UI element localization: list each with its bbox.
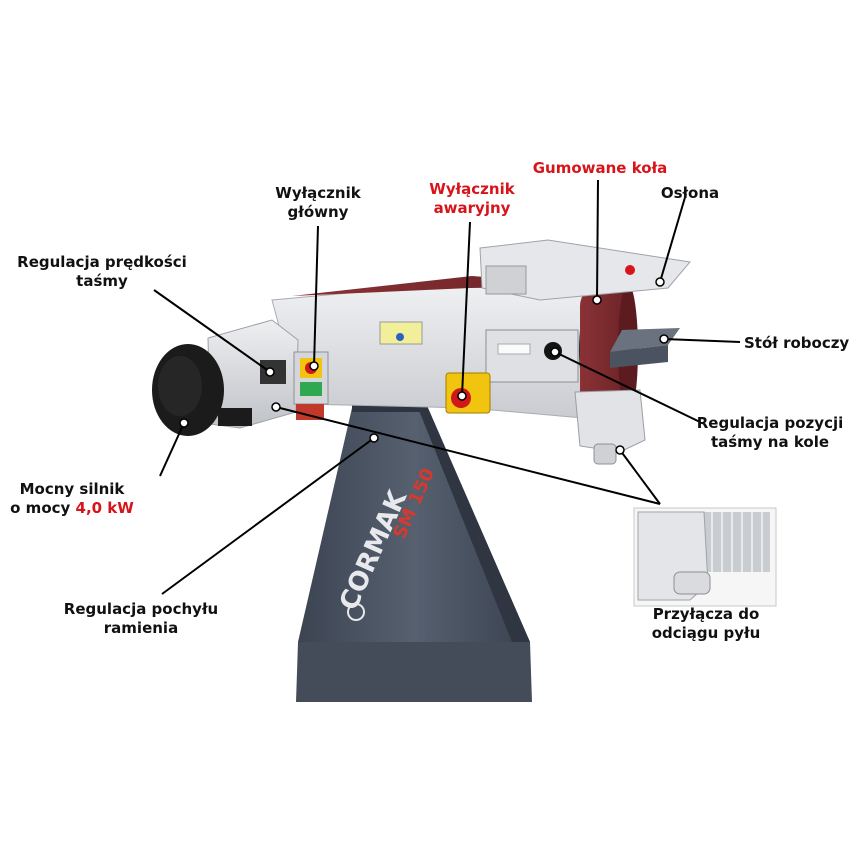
label-tilt: Regulacja pochyłu ramienia bbox=[52, 600, 230, 638]
label-motor-power: 4,0 kW bbox=[75, 499, 134, 517]
pedestal-base bbox=[296, 404, 532, 702]
label-belt-position: Regulacja pozycji taśmy na kole bbox=[690, 414, 850, 452]
label-rubber-wheels-text: Gumowane koła bbox=[532, 159, 668, 177]
label-main-switch-line1: Wyłącznik bbox=[275, 184, 361, 202]
label-guard: Osłona bbox=[650, 184, 730, 203]
label-speed: Regulacja prędkości taśmy bbox=[4, 253, 200, 291]
label-motor-line1: Mocny silnik bbox=[19, 480, 125, 498]
label-tilt-line2: ramienia bbox=[103, 619, 179, 637]
label-emergency-line1: Wyłącznik bbox=[429, 180, 515, 198]
label-guard-text: Osłona bbox=[660, 184, 720, 202]
leader-dots bbox=[179, 277, 669, 455]
leader-lines bbox=[153, 179, 741, 595]
work-table bbox=[610, 328, 680, 368]
red-cable-box bbox=[296, 404, 324, 420]
emergency-switch-housing bbox=[445, 372, 491, 414]
guard bbox=[479, 239, 691, 301]
label-rubber-wheels: Gumowane koła bbox=[522, 159, 678, 178]
motor bbox=[152, 319, 299, 436]
label-emergency: Wyłącznik awaryjny bbox=[412, 180, 532, 218]
label-dust-line1: Przyłącza do bbox=[652, 605, 760, 623]
label-belt-position-line2: taśmy na kole bbox=[710, 433, 830, 451]
label-motor-line2: o mocy 4,0 kW bbox=[4, 499, 140, 518]
label-dust-line2: odciągu pyłu bbox=[651, 624, 761, 642]
label-tilt-line1: Regulacja pochyłu bbox=[63, 600, 219, 618]
label-emergency-line2: awaryjny bbox=[433, 199, 511, 217]
label-work-table: Stół roboczy bbox=[744, 334, 854, 353]
label-belt-position-line1: Regulacja pozycji bbox=[696, 414, 844, 432]
label-motor: Mocny silnik o mocy 4,0 kW bbox=[4, 480, 140, 518]
label-main-switch-line2: główny bbox=[287, 203, 349, 221]
main-switch-panel bbox=[260, 351, 329, 405]
dust-port bbox=[574, 389, 646, 465]
label-speed-line2: taśmy bbox=[76, 272, 128, 290]
label-speed-line1: Regulacja prędkości bbox=[17, 253, 187, 271]
label-main-switch: Wyłącznik główny bbox=[258, 184, 378, 222]
label-dust: Przyłącza do odciągu pyłu bbox=[636, 605, 776, 643]
label-work-table-text: Stół roboczy bbox=[744, 334, 850, 352]
dust-inset bbox=[633, 507, 777, 607]
label-motor-prefix: o mocy bbox=[10, 499, 76, 517]
